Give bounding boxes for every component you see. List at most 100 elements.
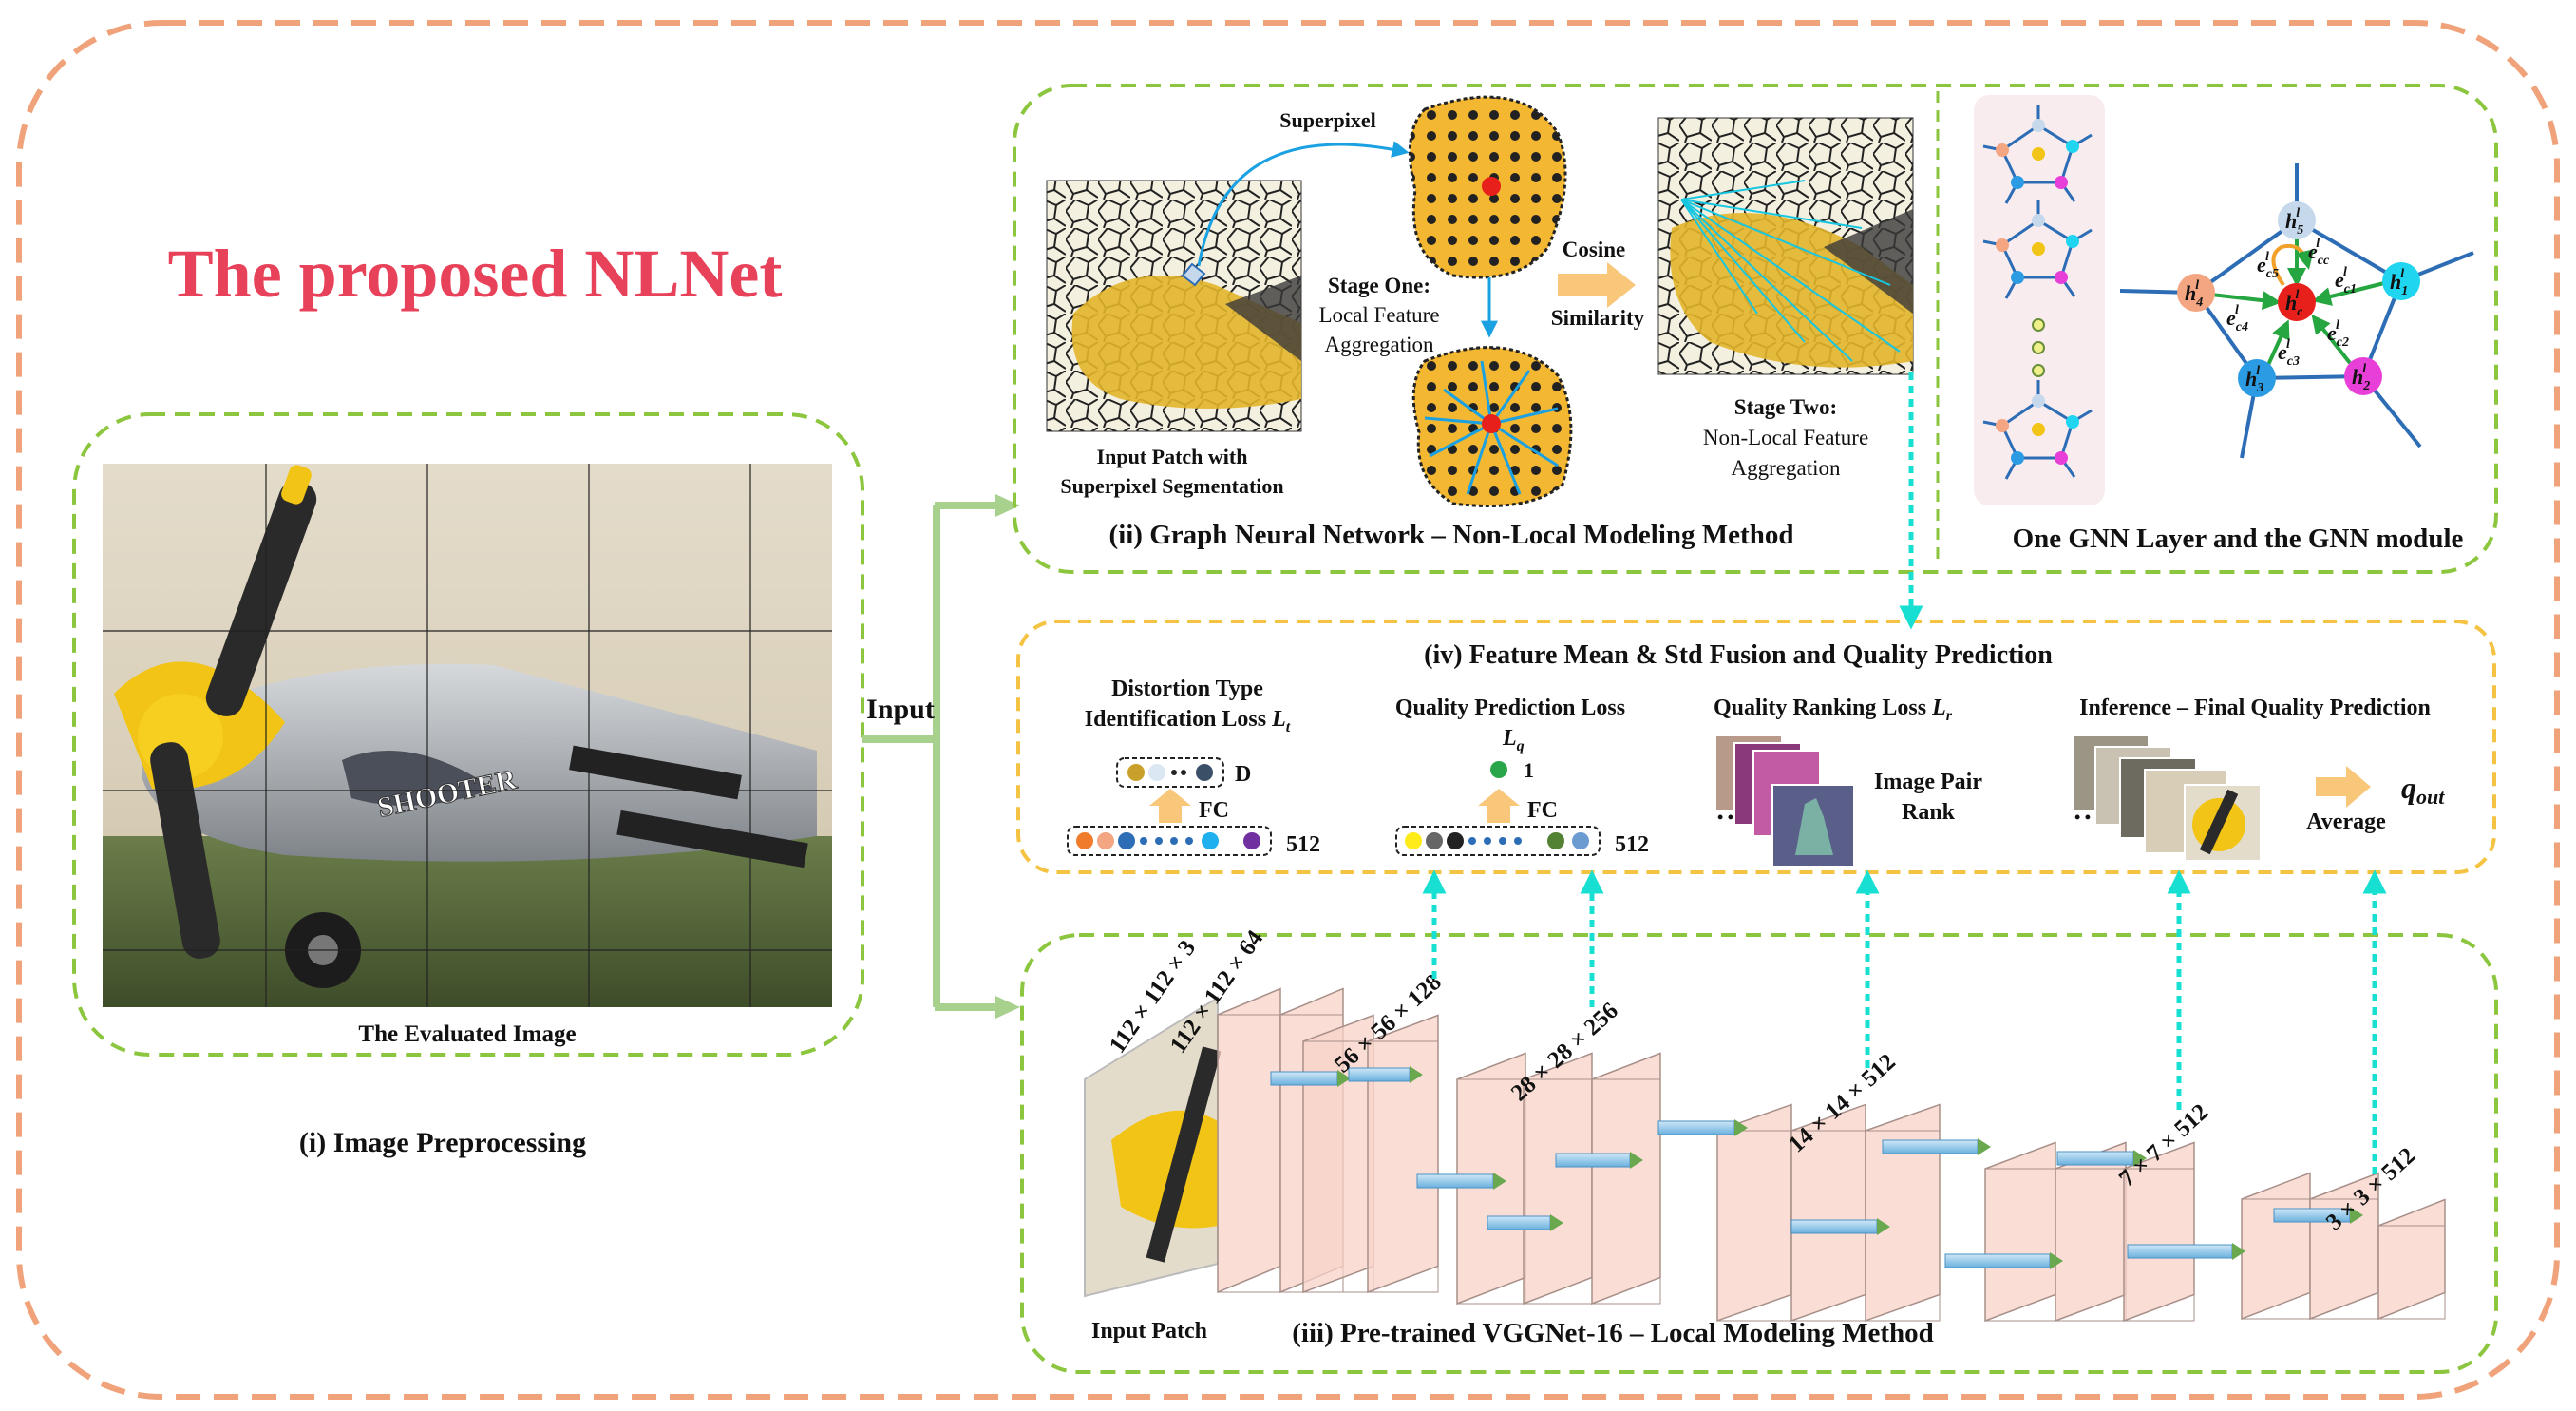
svg-text:ec2l: ec2l [2327,318,2349,350]
quality-loss-label: Quality Prediction Loss [1395,696,1625,720]
gnn-module-label: One GNN Layer and the GNN module [2013,524,2464,554]
node-h4 [2177,274,2215,312]
distortion-fc-arrow [1149,789,1191,823]
node-h2 [2344,357,2382,395]
feature-block-4 [1367,1014,1439,1294]
skip-pipe-12 [2273,1207,2363,1224]
distortion-loss-symbol: L [1271,707,1286,732]
stage-one-blob-top [1408,95,1567,279]
stage-one-line1: Local Feature [1318,303,1439,327]
cosine-similarity-arrow [1558,262,1636,308]
node-h4-sup: l [2195,278,2199,293]
average-label: Average [2306,810,2386,834]
svg-text:hcl: hcl [2285,288,2303,319]
skip-pipe-4 [1487,1214,1563,1231]
average-arrow [2316,766,2371,808]
node-h5 [2278,201,2316,239]
node-h4-sub: 4 [2195,296,2203,310]
superpixel-label: Superpixel [1279,108,1375,132]
svg-text:h1l: h1l [2390,267,2408,298]
svg-text:ec5l: ec5l [2257,250,2279,281]
quality-output-node [1490,761,1507,778]
gnn-layer-graph: h4l h5l h1l h2l h3l hcl ec5l eccl ec1l e… [2119,163,2474,459]
stage-two-line2: Aggregation [1732,456,1841,480]
quality-loss-symbol: L [1502,726,1517,751]
node-h2-sup: l [2362,362,2366,376]
svg-text:h4l: h4l [2185,278,2203,310]
mini-graph-3 [1982,380,2093,480]
node-h3-base: h [2245,367,2257,391]
input-label: Input [866,694,935,725]
skip-pipe-11 [2127,1243,2245,1260]
mini-graph-1 [1982,105,2093,204]
mini-graph-2 [1982,200,2093,299]
stage-two-line1: Non-Local Feature [1703,426,1868,449]
svg-text:eccl: eccl [2308,237,2330,268]
svg-text:h5l: h5l [2285,206,2303,238]
svg-text:h3l: h3l [2245,364,2263,395]
svg-text:ec1l: ec1l [2335,265,2357,296]
skip-pipe-1 [1270,1070,1351,1087]
gnn-dots [2032,318,2045,377]
image-preprocessing-label: (i) Image Preprocessing [299,1127,586,1158]
skip-pipe-10 [2056,1150,2147,1167]
node-hc [2278,283,2316,321]
svg-text:Identification Loss Lt: Identification Loss Lt [1085,707,1291,735]
diagram-title: The proposed NLNet [168,236,783,312]
edge-c3-base: e [2278,340,2287,364]
feature-block-8 [1716,1103,1792,1323]
distortion-feature-vector [1067,826,1272,856]
vgg-input-patch-label: Input Patch [1091,1319,1207,1344]
svg-text:Quality Ranking Loss Lr: Quality Ranking Loss Lr [1714,696,1953,724]
node-hc-sub: c [2297,305,2303,319]
node-h1-base: h [2390,270,2401,294]
evaluated-image-caption: The Evaluated Image [358,1021,576,1047]
edge-c1-base: e [2335,268,2344,292]
edge-c4-sup: l [2235,303,2239,317]
vgg-to-fusion-connectors [1422,869,2387,1174]
node-h3-sub: 3 [2256,381,2263,395]
distortion-fc-label: FC [1199,798,1229,823]
quality-fc-arrow [1478,789,1520,823]
edge-c4-sub: c4 [2236,320,2248,334]
ranking-ellipsis: • • [1717,808,1733,827]
stage-one-title: Stage One: [1328,274,1430,297]
vgg-input-patch [1084,996,1222,1298]
input-patch-label-line2: Superpixel Segmentation [1060,474,1283,498]
inference-label: Inference – Final Quality Prediction [2079,696,2431,720]
edge-c5-sup: l [2265,250,2269,264]
gnn-panel-label: (ii) Graph Neural Network – Non-Local Mo… [1109,520,1794,550]
superpixel-arrow [1197,141,1410,267]
feature-block-11 [1984,1141,2056,1323]
stage-two-title: Stage Two: [1734,395,1837,419]
svg-text:ec4l: ec4l [2226,303,2248,334]
skip-pipe-2 [1348,1066,1423,1083]
feature-block-14 [2241,1172,2311,1321]
svg-text:h2l: h2l [2352,362,2370,393]
feature-block-7 [1591,1052,1661,1306]
distortion-output-vector [1116,757,1224,788]
node-h1-sub: 1 [2401,284,2408,298]
input-connector: Input [862,494,1020,1019]
edge-c2-sup: l [2336,318,2339,333]
edge-c1-sup: l [2343,265,2347,279]
feature-block-1 [1217,987,1281,1294]
edge-c5-base: e [2257,253,2266,276]
rank-label: Rank [1902,800,1956,825]
fusion-panel-label: (iv) Feature Mean & Std Fusion and Quali… [1424,640,2053,670]
distortion-d-label: D [1235,762,1251,787]
panel-fusion-quality: (iv) Feature Mean & Std Fusion and Quali… [1016,620,2496,874]
cosine-label: Cosine [1563,238,1625,261]
ranking-loss-label: Quality Ranking Loss [1714,696,1932,720]
vgg-feature-blocks [1217,987,2446,1323]
distortion-512-label: 512 [1286,832,1320,857]
ranking-loss-sub: r [1946,708,1953,724]
skip-pipe-5 [1555,1152,1643,1169]
quality-feature-vector [1395,826,1601,856]
mini-graph-stack [1982,105,2093,480]
distortion-loss-sub: t [1286,719,1291,735]
inference-patch-stack: • • [2072,734,2262,862]
svg-text:Lq: Lq [1502,726,1525,754]
node-hc-sup: l [2295,288,2299,302]
